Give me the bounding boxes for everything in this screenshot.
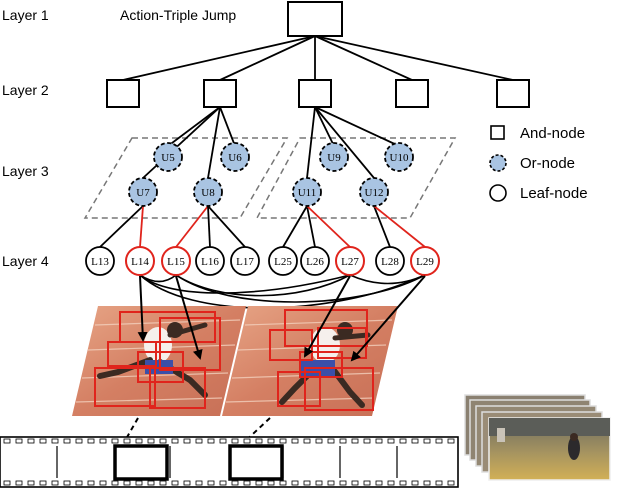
or-group-left xyxy=(83,137,289,219)
or-node-label: U5 xyxy=(161,152,175,164)
and-node-legend-icon xyxy=(490,125,505,140)
leaf-relation-arcs xyxy=(139,274,426,309)
layer-3-label: Layer 3 xyxy=(2,163,49,179)
or-node-u7: U7 xyxy=(128,177,158,207)
selected-frame-box-1 xyxy=(113,444,169,481)
edges-layer1-layer2 xyxy=(122,35,514,81)
or-node-u12: U12 xyxy=(359,177,389,207)
or-node-label: U10 xyxy=(390,152,409,164)
or-node-label: U7 xyxy=(136,187,150,199)
and-node xyxy=(298,79,332,108)
legend-and-node-label: And-node xyxy=(520,125,585,142)
leaf-node-label: L16 xyxy=(201,256,219,268)
or-node-label: U6 xyxy=(228,152,242,164)
or-nodes-layer3: U5 U6 U7 U8 U9 U10 U11 U12 xyxy=(128,142,414,207)
or-node-u9: U9 xyxy=(319,142,349,172)
leaf-node-label: L29 xyxy=(416,256,434,268)
frame-to-strip-links xyxy=(121,417,271,447)
edges-layer2-layer3 xyxy=(142,106,400,179)
or-node-label: U9 xyxy=(327,152,341,164)
leaf-node-label: L15 xyxy=(167,256,185,268)
or-node-u10: U10 xyxy=(384,142,414,172)
or-node-groups xyxy=(83,137,457,219)
leaf-node-label: L25 xyxy=(274,256,292,268)
leaf-node-l27: L27 xyxy=(335,246,365,276)
leaf-node-l15: L15 xyxy=(161,246,191,276)
and-node xyxy=(106,79,140,108)
or-node-label: U12 xyxy=(365,187,384,199)
leaf-node-l16: L16 xyxy=(195,246,225,276)
leaf-node-label: L17 xyxy=(236,256,254,268)
diagram-title: Action-Triple Jump xyxy=(120,7,236,23)
leaf-node-label: L26 xyxy=(306,256,324,268)
edges-layer3-layer4 xyxy=(99,205,426,248)
or-group-right xyxy=(255,137,457,219)
and-nodes-layer2 xyxy=(106,79,530,108)
leaf-node-l17: L17 xyxy=(230,246,260,276)
leaf-node-l28: L28 xyxy=(375,246,405,276)
and-node xyxy=(203,79,237,108)
layer-labels: Layer 1 Layer 2 Layer 3 Layer 4 xyxy=(2,7,49,269)
video-thumbnail-stack xyxy=(464,394,611,481)
leaf-node-l29: L29 xyxy=(410,246,440,276)
film-strip xyxy=(0,436,459,488)
leaf-node-legend-icon xyxy=(489,184,507,202)
legend-leaf-node-label: Leaf-node xyxy=(520,185,588,202)
leaf-node-label: L27 xyxy=(341,256,359,268)
or-node-legend-icon xyxy=(489,154,507,172)
legend-or-node-label: Or-node xyxy=(520,155,575,172)
or-node-u5: U5 xyxy=(153,142,183,172)
selected-frame-box-2 xyxy=(228,444,284,481)
leaf-node-label: L13 xyxy=(91,256,109,268)
leaf-to-frame-arrows xyxy=(137,275,426,362)
or-node-u11: U11 xyxy=(292,177,322,207)
layer-2-label: Layer 2 xyxy=(2,82,49,98)
and-node xyxy=(395,79,429,108)
leaf-node-label: L14 xyxy=(131,256,149,268)
video-frame-left xyxy=(72,306,246,416)
video-frame-right xyxy=(222,306,398,416)
leaf-node-label: L28 xyxy=(381,256,399,268)
or-node-label: U8 xyxy=(201,187,215,199)
leaf-node-l13: L13 xyxy=(85,246,115,276)
layer-1-label: Layer 1 xyxy=(2,7,49,23)
or-node-u6: U6 xyxy=(220,142,250,172)
and-node xyxy=(496,79,530,108)
leaf-node-l25: L25 xyxy=(268,246,298,276)
leaf-node-l26: L26 xyxy=(300,246,330,276)
or-node-u8: U8 xyxy=(193,177,223,207)
layer-4-label: Layer 4 xyxy=(2,253,49,269)
or-node-label: U11 xyxy=(298,187,317,199)
and-node-root xyxy=(287,1,343,37)
leaf-nodes-layer4: L13 L14 L15 L16 L17 L25 L26 L27 xyxy=(85,246,440,276)
leaf-node-l14: L14 xyxy=(125,246,155,276)
legend: And-node Or-node Leaf-node xyxy=(489,125,588,202)
